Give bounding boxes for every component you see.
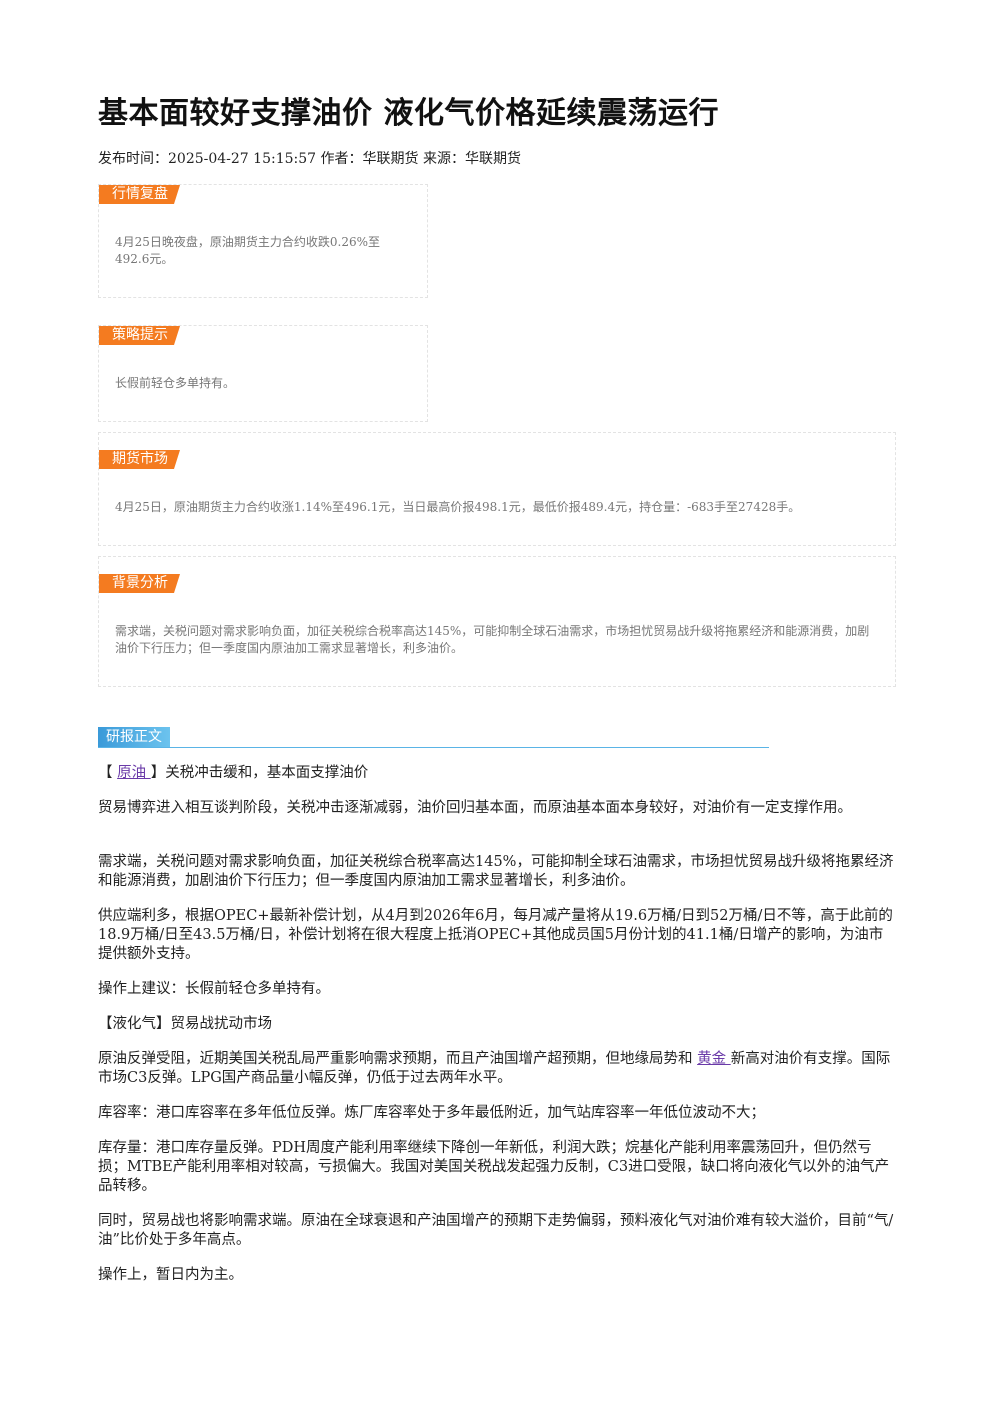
source-name: 华联期货 <box>464 151 521 167</box>
author-label: 作者： <box>316 151 363 167</box>
section-background: 背景分析 需求端，关税问题对需求影响负面，加征关税综合税率高达145%，可能抑制… <box>98 556 896 687</box>
report-paragraph: 操作上，暂日内为主。 <box>98 1267 243 1283</box>
publish-label: 发布时间： <box>98 151 168 167</box>
author-name: 华联期货 <box>362 151 419 167</box>
crude-oil-link[interactable]: 原油 <box>117 765 151 781</box>
report-paragraph: 【 原油 】关税冲击缓和，基本面支撑油价 <box>98 764 896 783</box>
report-paragraph: 同时，贸易战也将影响需求端。原油在全球衰退和产油国增产的预期下走势偏弱，预料液化… <box>98 1213 894 1248</box>
report-paragraph: 原油反弹受阻，近期美国关税乱局严重影响需求预期，而且产油国增产超预期，但地缘局势… <box>98 1050 896 1088</box>
report-paragraph: 操作上建议：长假前轻仓多单持有。 <box>98 981 330 997</box>
report-tag: 研报正文 <box>98 727 170 747</box>
section-text: 长假前轻仓多单持有。 <box>115 376 236 390</box>
bracket-open: 【 <box>98 765 118 781</box>
section-futures-market: 期货市场 4月25日，原油期货主力合约收涨1.14%至496.1元，当日最高价报… <box>98 432 896 546</box>
section-text: 需求端，关税问题对需求影响负面，加征关税综合税率高达145%，可能抑制全球石油需… <box>115 624 870 655</box>
section-tag: 行情复盘 <box>99 185 180 204</box>
report-paragraph: 贸易博弈进入相互谈判阶段，关税冲击逐渐减弱，油价回归基本面，而原油基本面本身较好… <box>98 800 852 816</box>
report-paragraph: 供应端利多，根据OPEC+最新补偿计划，从4月到2026年6月，每月减产量将从1… <box>98 908 893 962</box>
article-meta: 发布时间：2025-04-27 15:15:57 作者：华联期货 来源：华联期货 <box>98 148 521 168</box>
source-label: 来源： <box>418 151 465 167</box>
paragraph-heading: 】关税冲击缓和，基本面支撑油价 <box>150 765 369 781</box>
gold-link[interactable]: 黄金 <box>697 1051 731 1067</box>
report-paragraph: 库容率：港口库容率在多年低位反弹。炼厂库容率处于多年最低附近，加气站库容率一年低… <box>98 1105 765 1121</box>
section-tag: 期货市场 <box>99 450 180 469</box>
article-title: 基本面较好支撑油价 液化气价格延续震荡运行 <box>98 96 719 131</box>
section-market-review: 行情复盘 4月25日晚夜盘，原油期货主力合约收跌0.26%至492.6元。 <box>98 184 428 298</box>
section-text: 4月25日，原油期货主力合约收涨1.14%至496.1元，当日最高价报498.1… <box>115 500 801 514</box>
report-header: 研报正文 <box>98 727 769 748</box>
report-paragraph: 库存量：港口库存量反弹。PDH周度产能利用率继续下降创一年新低，利润大跌；烷基化… <box>98 1140 890 1194</box>
report-paragraph: 【液化气】贸易战扰动市场 <box>98 1016 272 1032</box>
paragraph-text: 新高对油价有支撑。国际市场C3反弹。LPG国产商品量小幅反弹，仍低于过去两年水平… <box>98 1051 891 1086</box>
section-text: 4月25日晚夜盘，原油期货主力合约收跌0.26%至492.6元。 <box>115 235 381 266</box>
paragraph-text: 原油反弹受阻，近期美国关税乱局严重影响需求预期，而且产油国增产超预期，但地缘局势… <box>98 1051 698 1067</box>
section-tag: 背景分析 <box>99 574 180 593</box>
report-paragraph: 需求端，关税问题对需求影响负面，加征关税综合税率高达145%，可能抑制全球石油需… <box>98 854 894 889</box>
section-tag: 策略提示 <box>99 326 180 345</box>
publish-time: 2025-04-27 15:15:57 <box>168 151 317 167</box>
section-strategy: 策略提示 长假前轻仓多单持有。 <box>98 325 428 422</box>
